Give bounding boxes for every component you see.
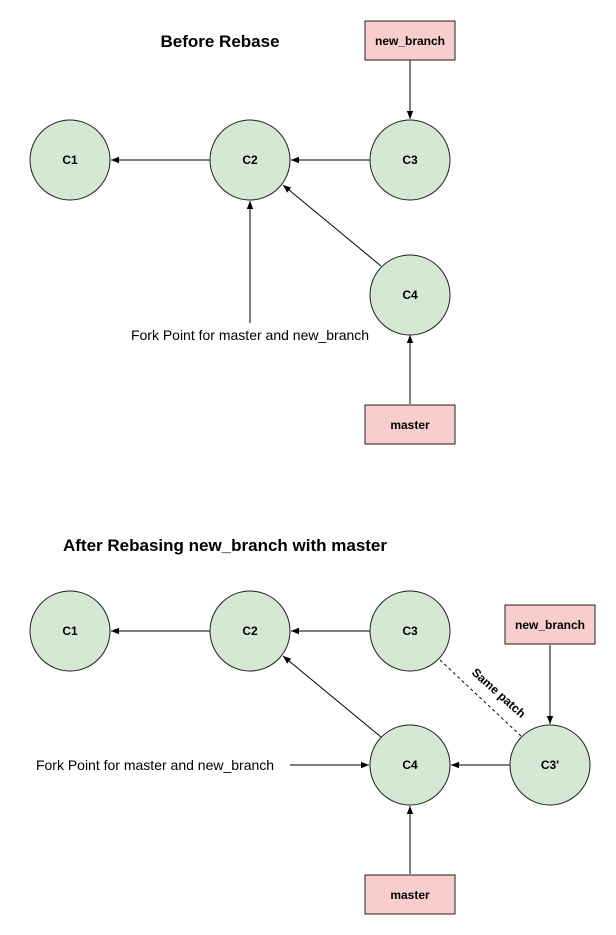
before-commit-c1-label: C1 <box>62 153 78 167</box>
after-same-patch-link <box>439 659 523 738</box>
after-commit-c2: C2 <box>209 590 291 672</box>
after-commit-c1-label: C1 <box>62 624 78 638</box>
before-fork-note: Fork Point for master and new_branch <box>131 327 369 343</box>
after-commit-c4: C4 <box>369 724 451 806</box>
after-commit-c3-prime: C3' <box>509 724 591 806</box>
after-commit-c4-label: C4 <box>402 758 418 772</box>
before-ref-new-branch-label: new_branch <box>375 34 445 48</box>
before-ref-new-branch: new_branch <box>364 20 456 61</box>
after-commit-c3-prime-label: C3' <box>541 758 559 772</box>
after-edge-c4-c2 <box>282 655 382 738</box>
before-commit-c2: C2 <box>209 119 291 201</box>
after-commit-c1: C1 <box>29 590 111 672</box>
before-commit-c1: C1 <box>29 119 111 201</box>
after-ref-new-branch-label: new_branch <box>515 618 585 632</box>
before-commit-c2-label: C2 <box>242 153 258 167</box>
after-ref-master: master <box>364 874 456 915</box>
after-commit-c3-label: C3 <box>402 624 418 638</box>
before-ref-master: master <box>364 404 456 445</box>
before-commit-c3: C3 <box>369 119 451 201</box>
after-same-patch-label: Same patch <box>469 665 528 720</box>
after-fork-note: Fork Point for master and new_branch <box>36 757 274 773</box>
after-commit-c2-label: C2 <box>242 624 258 638</box>
before-commit-c4: C4 <box>369 254 451 336</box>
after-commit-c3: C3 <box>369 590 451 672</box>
before-commit-c4-label: C4 <box>402 288 418 302</box>
after-ref-master-label: master <box>390 888 430 902</box>
before-edge-c4-c2 <box>282 184 382 267</box>
after-title: After Rebasing new_branch with master <box>63 536 387 555</box>
before-title: Before Rebase <box>160 32 279 51</box>
before-ref-master-label: master <box>390 418 430 432</box>
after-ref-new-branch: new_branch <box>504 604 596 645</box>
before-commit-c3-label: C3 <box>402 153 418 167</box>
